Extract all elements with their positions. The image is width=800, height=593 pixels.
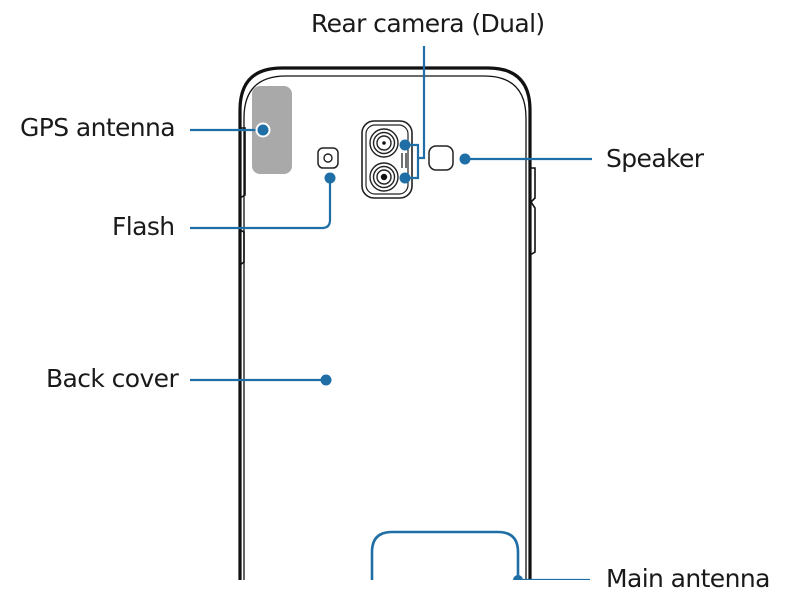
flash-icon <box>317 147 339 169</box>
label-rear-camera: Rear camera (Dual) <box>311 9 545 38</box>
gps-antenna-area <box>252 86 292 174</box>
bixby-button <box>239 229 245 266</box>
label-back-cover: Back cover <box>46 364 179 393</box>
phone-diagram <box>190 46 592 580</box>
camera-lens-top <box>369 128 399 158</box>
flash-leader-line <box>190 180 332 230</box>
speaker-dot <box>459 153 471 165</box>
camera-lens-bottom <box>369 162 399 192</box>
power-button <box>529 167 536 256</box>
phone-outline-outer <box>238 66 532 580</box>
camera-module <box>361 120 413 199</box>
label-gps-antenna: GPS antenna <box>20 113 176 142</box>
volume-button <box>239 127 246 199</box>
speaker-icon <box>428 145 454 171</box>
main-antenna-dot <box>513 575 523 580</box>
phone-outline-inner <box>243 75 527 580</box>
label-speaker: Speaker <box>606 144 704 173</box>
label-main-antenna: Main antenna <box>606 564 770 593</box>
rear-camera-top-dot <box>399 139 411 151</box>
rear-camera-bracket <box>405 143 420 180</box>
rear-camera-leader-line <box>418 46 426 160</box>
main-antenna-area <box>370 530 520 580</box>
rear-camera-bottom-dot <box>399 172 411 184</box>
flash-dot <box>324 172 336 184</box>
label-flash: Flash <box>112 212 175 241</box>
back-cover-dot <box>320 374 332 386</box>
gps-dot <box>255 122 271 138</box>
